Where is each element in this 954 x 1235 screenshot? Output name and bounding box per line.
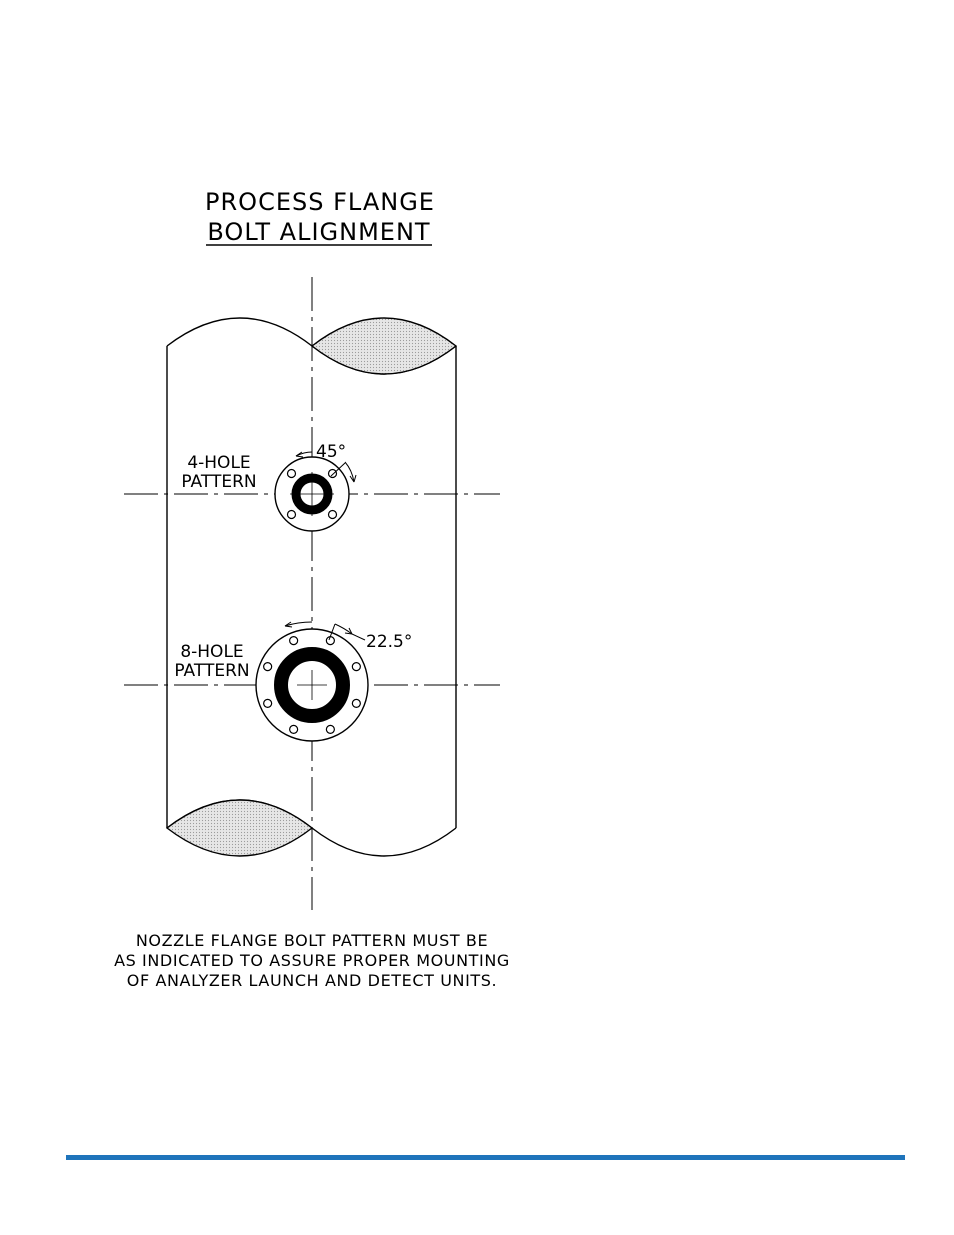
- bolt-hole: [326, 725, 334, 733]
- four-hole-flange: [275, 457, 349, 531]
- note-line-3: OF ANALYZER LAUNCH AND DETECT UNITS.: [127, 971, 497, 990]
- title-line-1: PROCESS FLANGE: [205, 188, 435, 216]
- eight-hole-flange: [256, 629, 368, 741]
- bolt-hole: [329, 511, 337, 519]
- four-hole-label-line-2: PATTERN: [181, 472, 256, 492]
- angle-label-22-5: 22.5°: [366, 632, 412, 652]
- four-hole-label-line-1: 4-HOLE: [187, 453, 250, 473]
- title-line-2: BOLT ALIGNMENT: [207, 218, 430, 246]
- note-line-1: NOZZLE FLANGE BOLT PATTERN MUST BE: [136, 931, 488, 950]
- bolt-hole: [329, 469, 337, 477]
- bolt-hole: [264, 699, 272, 707]
- bolt-hole: [290, 637, 298, 645]
- note-line-2: AS INDICATED TO ASSURE PROPER MOUNTING: [114, 951, 510, 970]
- eight-hole-label-line-2: PATTERN: [174, 661, 249, 681]
- angle-label-45: 45°: [316, 442, 346, 462]
- pipe-section-hatch-bottom: [167, 800, 312, 856]
- bolt-hole: [264, 663, 272, 671]
- bolt-hole: [352, 699, 360, 707]
- bolt-hole: [290, 725, 298, 733]
- bolt-hole: [326, 637, 334, 645]
- eight-hole-label-line-1: 8-HOLE: [180, 642, 243, 662]
- bolt-hole: [287, 511, 295, 519]
- bolt-hole: [287, 469, 295, 477]
- bolt-hole: [352, 663, 360, 671]
- pipe-section-hatch-top: [312, 318, 456, 374]
- footer-rule: [66, 1155, 905, 1160]
